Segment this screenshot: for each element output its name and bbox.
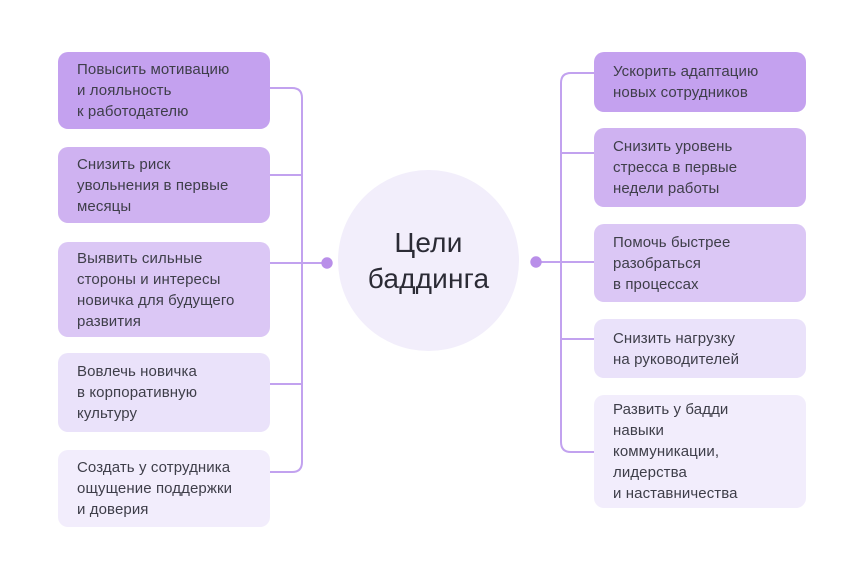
goal-label: Ускорить адаптацию новых сотрудников xyxy=(613,63,759,101)
goal-box-motivation-loyalty: Повысить мотивацию и лояльность к работо… xyxy=(58,52,270,129)
goal-label: Снизить уровень стресса в первые недели … xyxy=(613,138,738,197)
goal-label: Повысить мотивацию и лояльность к работо… xyxy=(77,61,230,120)
goal-box-understand-processes: Помочь быстрее разобраться в процессах xyxy=(594,224,806,302)
goal-label: Выявить сильные стороны и интересы нович… xyxy=(77,249,235,330)
left-connector-dot xyxy=(321,257,333,269)
goal-label: Развить у бадди навыки коммуникации, лид… xyxy=(613,401,738,502)
goal-box-reduce-manager-load: Снизить нагрузку на руководителей xyxy=(594,319,806,378)
right-trunk-line xyxy=(560,72,595,453)
goal-box-support-trust: Создать у сотрудника ощущение поддержки … xyxy=(58,450,270,527)
goal-box-identify-strengths: Выявить сильные стороны и интересы нович… xyxy=(58,242,270,337)
goal-box-develop-buddy-skills: Развить у бадди навыки коммуникации, лид… xyxy=(594,395,806,508)
goal-box-corporate-culture: Вовлечь новичка в корпоративную культуру xyxy=(58,353,270,432)
left-trunk-line xyxy=(269,87,303,473)
goal-box-reduce-stress: Снизить уровень стресса в первые недели … xyxy=(594,128,806,207)
goal-label: Снизить нагрузку на руководителей xyxy=(613,329,740,368)
goal-label: Снизить риск увольнения в первые месяцы xyxy=(77,155,229,215)
goal-label: Помочь быстрее разобраться в процессах xyxy=(613,233,731,293)
goal-box-reduce-attrition-risk: Снизить риск увольнения в первые месяцы xyxy=(58,147,270,223)
center-circle: Цели баддинга xyxy=(338,170,519,351)
goal-box-speed-up-adaptation: Ускорить адаптацию новых сотрудников xyxy=(594,52,806,112)
goal-label: Вовлечь новичка в корпоративную культуру xyxy=(77,363,198,422)
goal-label: Создать у сотрудника ощущение поддержки … xyxy=(77,459,233,518)
diagram-title: Цели баддинга xyxy=(367,226,490,294)
right-connector-dot xyxy=(530,256,542,268)
